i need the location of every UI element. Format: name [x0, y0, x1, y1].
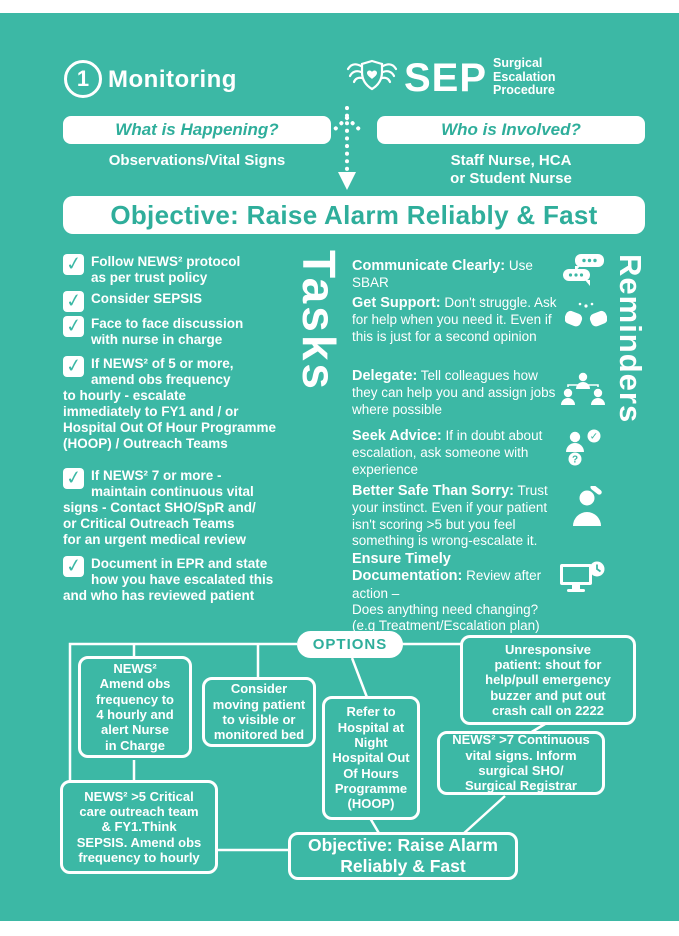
task-item: ✓ Follow NEWS² protocol as per trust pol…	[63, 252, 299, 286]
reminder-body: Review after action – Does anything need…	[352, 568, 542, 634]
reminder-body: Tell colleagues how they can help you an…	[352, 368, 556, 417]
checkmark-icon: ✓	[63, 252, 84, 277]
reminder-title: Delegate:	[352, 368, 418, 384]
advice-question-check-icon: ✓ ?	[562, 428, 604, 471]
options-header-pill: OPTIONS	[297, 631, 403, 658]
reminder-body: Use SBAR	[352, 258, 533, 291]
reminder-item: Better Safe Than Sorry: Trust your insti…	[352, 483, 564, 549]
objective-footer-box: Objective: Raise Alarm Reliably & Fast	[288, 832, 518, 880]
fist-bump-icon	[564, 300, 608, 339]
dotted-down-arrow-icon	[332, 106, 362, 190]
step-number-badge: 1	[64, 60, 102, 98]
option-box-refer-hoop: Refer to Hospital at Night Hospital Out …	[322, 696, 420, 820]
task-item: ✓ If NEWS² of 5 or more, amend obs frequ…	[63, 354, 299, 452]
checkmark-icon: ✓	[63, 289, 84, 314]
option-box-move-patient: Consider moving patient to visible or mo…	[202, 677, 316, 747]
logo-subtitle: Surgical Escalation Procedure	[493, 55, 556, 98]
task-item: ✓ If NEWS² 7 or more - maintain continuo…	[63, 466, 299, 548]
svg-text:✓: ✓	[590, 432, 598, 443]
reminder-title: Communicate Clearly:	[352, 258, 506, 274]
task-item: ✓ Consider SEPSIS	[63, 289, 299, 315]
option-box-news2-over7: NEWS² >7 Continuous vital signs. Inform …	[437, 731, 605, 795]
sep-logo: SEP Surgical Escalation Procedure	[346, 54, 556, 101]
reminder-body: If in doubt about escalation, ask someon…	[352, 428, 543, 477]
chat-bubbles-icon	[563, 254, 605, 291]
reminder-item: Delegate: Tell colleagues how they can h…	[352, 368, 564, 418]
svg-text:?: ?	[572, 455, 578, 466]
reminder-item: Get Support: Don't struggle. Ask for hel…	[352, 295, 564, 345]
bottom-border-strip	[0, 921, 679, 936]
monitor-clock-icon	[558, 558, 606, 601]
task-text: Face to face discussion with nurse in ch…	[91, 316, 244, 347]
top-border-strip	[0, 0, 679, 13]
reminder-body: Don't struggle. Ask for help when you ne…	[352, 295, 557, 344]
reminder-title: Better Safe Than Sorry:	[352, 483, 514, 499]
step-title: Monitoring	[108, 66, 237, 93]
task-item: ✓ Face to face discussion with nurse in …	[63, 314, 299, 348]
option-box-unresponsive-2222: Unresponsive patient: shout for help/pul…	[460, 635, 636, 725]
who-is-involved-header: Who is Involved?	[377, 116, 645, 144]
objective-banner: Objective: Raise Alarm Reliably & Fast	[63, 196, 645, 234]
option-box-news2-over5: NEWS² >5 Critical care outreach team & F…	[60, 780, 218, 874]
task-text: If NEWS² of 5 or more, amend obs frequen…	[63, 356, 277, 451]
reminder-item: Seek Advice: If in doubt about escalatio…	[352, 428, 564, 478]
team-hierarchy-icon	[560, 372, 606, 415]
step-number: 1	[76, 66, 90, 91]
reminder-title: Seek Advice:	[352, 428, 442, 444]
alarmed-person-icon	[568, 484, 606, 531]
reminder-item: Communicate Clearly: Use SBAR	[352, 258, 564, 292]
task-text: Document in EPR and state how you have e…	[63, 556, 274, 603]
tasks-section-label: Tasks	[293, 250, 345, 393]
task-text: Consider SEPSIS	[91, 291, 203, 306]
reminders-section-label: Reminders	[613, 254, 648, 424]
reminder-item: Ensure Timely Documentation: Review afte…	[352, 551, 564, 634]
task-item: ✓ Document in EPR and state how you have…	[63, 554, 299, 604]
what-is-happening-header: What is Happening?	[63, 116, 331, 144]
checkmark-icon: ✓	[63, 554, 84, 579]
option-box-news2-4hourly: NEWS² Amend obs frequency to 4 hourly an…	[78, 656, 192, 758]
checkmark-icon: ✓	[63, 466, 84, 491]
observations-label: Observations/Vital Signs	[108, 152, 286, 169]
staff-label: Staff Nurse, HCA or Student Nurse	[450, 152, 572, 187]
reminder-title: Ensure Timely Documentation:	[352, 551, 463, 585]
checkmark-icon: ✓	[63, 354, 84, 379]
task-text: If NEWS² 7 or more - maintain continuous…	[63, 468, 256, 547]
winged-shield-icon	[346, 54, 398, 101]
checkmark-icon: ✓	[63, 314, 84, 339]
logo-acronym: SEP	[404, 55, 488, 100]
reminder-body: Trust your instinct. Even if your patien…	[352, 483, 548, 548]
task-text: Follow NEWS² protocol as per trust polic…	[91, 254, 241, 285]
reminder-title: Get Support:	[352, 295, 441, 311]
